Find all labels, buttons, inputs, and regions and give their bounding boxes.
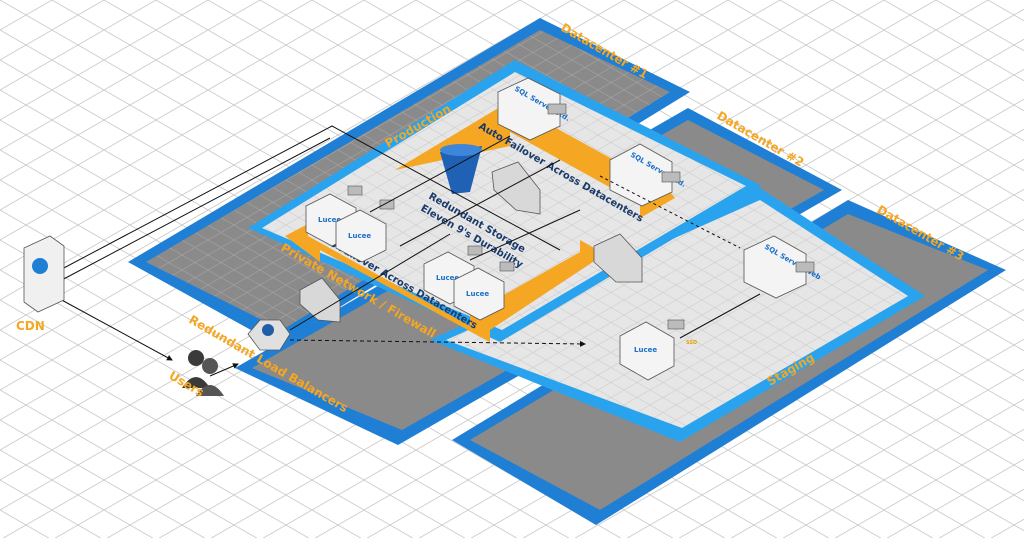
firewall-group: [299, 161, 643, 323]
connections: [57, 125, 761, 377]
production-zone: Production Private Network / Firewall: [248, 60, 762, 342]
lucee-label: Lucee: [436, 274, 459, 282]
ssd-disk-icon: [379, 199, 395, 210]
lucee-server-staging: Lucee SSD: [619, 319, 697, 381]
bucket-icon: [440, 146, 482, 194]
ssd-label: SSD: [686, 340, 697, 346]
sql-server-std-2: SQL Server Std.: [609, 143, 687, 207]
lucee-server: Lucee: [453, 261, 515, 321]
ssd-disk-icon: [467, 245, 483, 256]
ssd-disk-icon: [661, 171, 681, 183]
ssd-disk-icon: [667, 319, 685, 330]
lucee-label: Lucee: [318, 216, 341, 224]
cdn-label: CDN: [16, 319, 45, 333]
ssd-disk-icon: [347, 185, 363, 196]
cdn-server-icon: [23, 235, 65, 313]
firewall-icon: [593, 233, 643, 283]
users-icon: [182, 350, 224, 396]
firewall-icon: [299, 277, 341, 323]
server-box-icon: [497, 77, 561, 141]
lucee-label: Lucee: [348, 232, 371, 240]
lucee-server: Lucee: [335, 199, 395, 263]
cdn-node: CDN: [16, 235, 65, 333]
ssd-disk-icon: [795, 261, 815, 273]
ssd-disk-icon: [499, 261, 515, 272]
ssd-disk-icon: [547, 103, 567, 115]
firewall-icon: [491, 161, 541, 215]
lucee-label: Lucee: [634, 346, 657, 354]
server-box-icon: [743, 235, 807, 299]
server-box-icon: [609, 143, 673, 207]
lucee-label: Lucee: [466, 290, 489, 298]
